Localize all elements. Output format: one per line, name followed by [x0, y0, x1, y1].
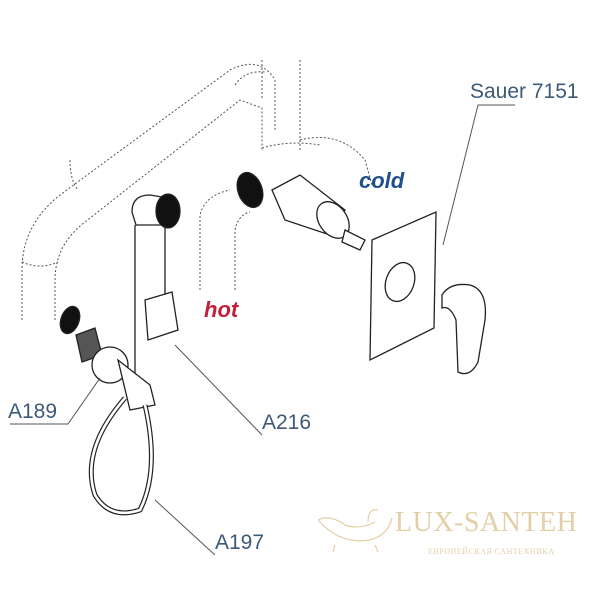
lever-handle [441, 283, 487, 375]
label-a189: A189 [8, 400, 58, 423]
shower-hose [88, 396, 154, 516]
label-sauer-7151: Sauer 7151 [470, 80, 579, 103]
watermark-brand: LUX-SANTEH [395, 507, 578, 538]
label-a197: A197 [215, 531, 265, 554]
cartridge-valve [236, 171, 366, 251]
label-hot: hot [204, 297, 239, 322]
cover-plate [369, 210, 437, 362]
hygienic-shower [131, 193, 181, 400]
leader-lines [10, 104, 515, 556]
label-a216: A216 [262, 411, 312, 434]
label-cold: cold [359, 168, 405, 193]
watermark-bathtub-logo [317, 509, 393, 553]
angle-valve [59, 305, 156, 411]
watermark-tagline: ЕВРОПЕЙСКАЯ САНТЕХНИКА [428, 547, 555, 556]
hidden-pipes [21, 60, 373, 320]
